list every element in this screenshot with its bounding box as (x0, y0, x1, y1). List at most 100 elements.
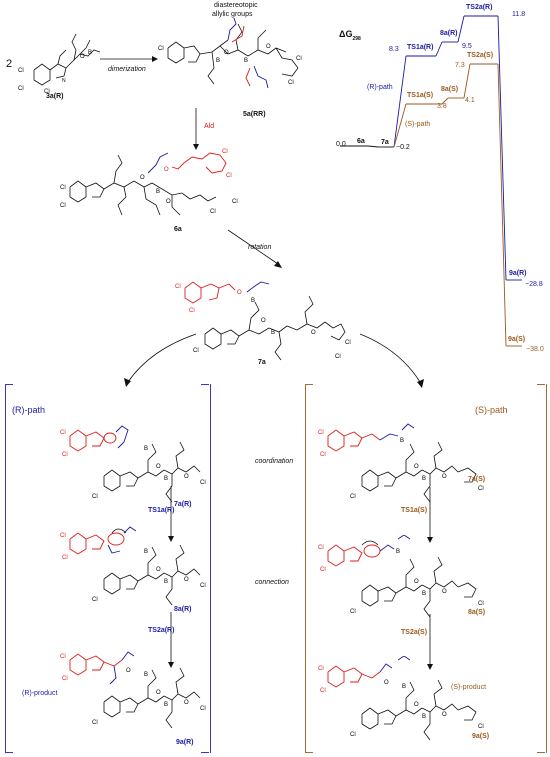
compound-3a-label: 3a(R) (46, 93, 64, 100)
s-product-label: (S)-product (451, 684, 487, 691)
compound-9aR-label: 9a(R) (176, 739, 194, 746)
svg-text:Cl: Cl (60, 654, 66, 660)
level-7a-value: −0.2 (396, 144, 410, 151)
svg-text:B: B (402, 684, 406, 690)
svg-text:O: O (442, 712, 447, 718)
energy-diagram (340, 15, 522, 347)
compound-8aR-label: 8a(R) (174, 606, 192, 613)
svg-text:B: B (88, 50, 92, 56)
svg-text:Cl: Cl (318, 430, 324, 436)
9ar-value: −28.8 (525, 281, 543, 288)
ts2r-value: 11.8 (512, 11, 526, 18)
svg-text:O: O (266, 44, 271, 50)
svg-text:B: B (244, 58, 248, 64)
molecule-8aS: Cl Cl B O B O Cl Cl (318, 535, 484, 618)
svg-text:O: O (184, 700, 189, 706)
energy-diagram-title: ΔG298 (339, 29, 361, 42)
svg-text:B: B (271, 330, 275, 336)
svg-text:Cl: Cl (92, 597, 98, 603)
svg-text:B: B (164, 579, 168, 585)
ts2r-name: TS2a(R) (466, 4, 493, 11)
ts2s-value: 7.3 (455, 62, 465, 69)
svg-text:B: B (156, 189, 160, 195)
svg-text:Cl: Cl (193, 348, 199, 354)
svg-text:O: O (156, 464, 161, 470)
s-bracket-top-right (537, 384, 545, 385)
ts1s-name: TS1a(S) (407, 92, 434, 99)
svg-text:Cl: Cl (296, 56, 302, 62)
9as-name: 9a(S) (508, 336, 526, 343)
svg-text:O: O (311, 330, 316, 336)
compound-7aR-label: 7a(R) (174, 501, 192, 508)
9ar-name: 9a(R) (509, 270, 527, 277)
svg-text:O: O (166, 199, 171, 205)
svg-text:Cl: Cl (189, 308, 195, 314)
compound-6a-label: 6a (174, 226, 182, 233)
svg-text:Cl: Cl (60, 203, 66, 209)
molecule-8aR: Cl Cl B O B O Cl Cl (60, 526, 206, 606)
svg-text:O: O (126, 668, 131, 674)
svg-text:Cl: Cl (60, 533, 66, 539)
compound-9aS-label: 9a(S) (472, 733, 490, 740)
svg-text:Cl: Cl (60, 185, 66, 191)
8as-name: 8a(S) (441, 86, 459, 93)
arrow-7aR-to-8aR (168, 486, 174, 542)
svg-text:Cl: Cl (320, 567, 326, 573)
r-bracket-bottom-right (201, 752, 209, 753)
svg-text:Cl: Cl (200, 583, 206, 589)
connection-label: connection (255, 579, 289, 586)
svg-text:Cl: Cl (44, 89, 50, 95)
level-7a-name: 7a (381, 139, 389, 146)
svg-text:Cl: Cl (320, 688, 326, 694)
svg-text:Cl: Cl (18, 68, 24, 74)
ts2aR-label: TS2a(R) (148, 627, 175, 634)
arrow-8aS-to-9aS (427, 614, 433, 670)
r-path-bracket (5, 384, 211, 753)
dimerization-label: dimerization (108, 66, 146, 73)
arrow-7aS-to-8aS (427, 487, 433, 543)
svg-text:Cl: Cl (350, 609, 356, 615)
r-bracket-bottom-left (5, 752, 13, 753)
svg-text:Cl: Cl (226, 173, 232, 179)
svg-text:O: O (80, 54, 85, 60)
svg-text:O: O (164, 167, 169, 173)
svg-text:Cl: Cl (92, 720, 98, 726)
svg-text:Cl: Cl (288, 80, 294, 86)
svg-text:Cl: Cl (18, 86, 24, 92)
r-path-legend: (R)-path (367, 84, 393, 91)
svg-text:Cl: Cl (210, 209, 216, 215)
ts1aR-label: TS1a(R) (148, 507, 175, 514)
svg-text:Cl: Cl (318, 545, 324, 551)
molecule-6a: Cl Cl O B O Cl Cl O Cl Cl (60, 149, 238, 216)
svg-text:N: N (62, 78, 66, 84)
svg-text:Cl: Cl (200, 480, 206, 486)
svg-text:Cl: Cl (478, 724, 484, 730)
svg-text:B: B (144, 549, 148, 555)
ald-arrow (193, 108, 199, 150)
svg-text:O: O (237, 290, 242, 296)
svg-text:Cl: Cl (335, 354, 341, 360)
s-bracket-top-left (305, 384, 313, 385)
svg-text:Cl: Cl (350, 732, 356, 738)
svg-text:B: B (144, 446, 148, 452)
molecule-9aS: Cl Cl O B O B O Cl Cl (318, 656, 484, 741)
ts2s-name: TS2a(S) (467, 52, 494, 59)
level-6a-name: 6a (357, 138, 365, 145)
svg-text:O: O (384, 680, 389, 686)
svg-text:O: O (224, 50, 229, 56)
r-path-title: (R)-path (12, 405, 46, 415)
svg-text:O: O (414, 702, 419, 708)
svg-text:Cl: Cl (350, 494, 356, 500)
svg-text:Cl: Cl (175, 284, 181, 290)
arrow-8aR-to-9aR (168, 612, 174, 668)
svg-text:O: O (414, 464, 419, 470)
s-path-legend: (S)-path (405, 121, 431, 128)
svg-text:Cl: Cl (318, 666, 324, 672)
svg-text:O: O (442, 589, 447, 595)
svg-text:Cl: Cl (320, 452, 326, 458)
8ar-value: 9.5 (462, 43, 472, 50)
s-path-bracket (305, 384, 547, 753)
svg-text:B: B (144, 672, 148, 678)
svg-text:B: B (422, 476, 426, 482)
svg-text:Cl: Cl (232, 199, 238, 205)
